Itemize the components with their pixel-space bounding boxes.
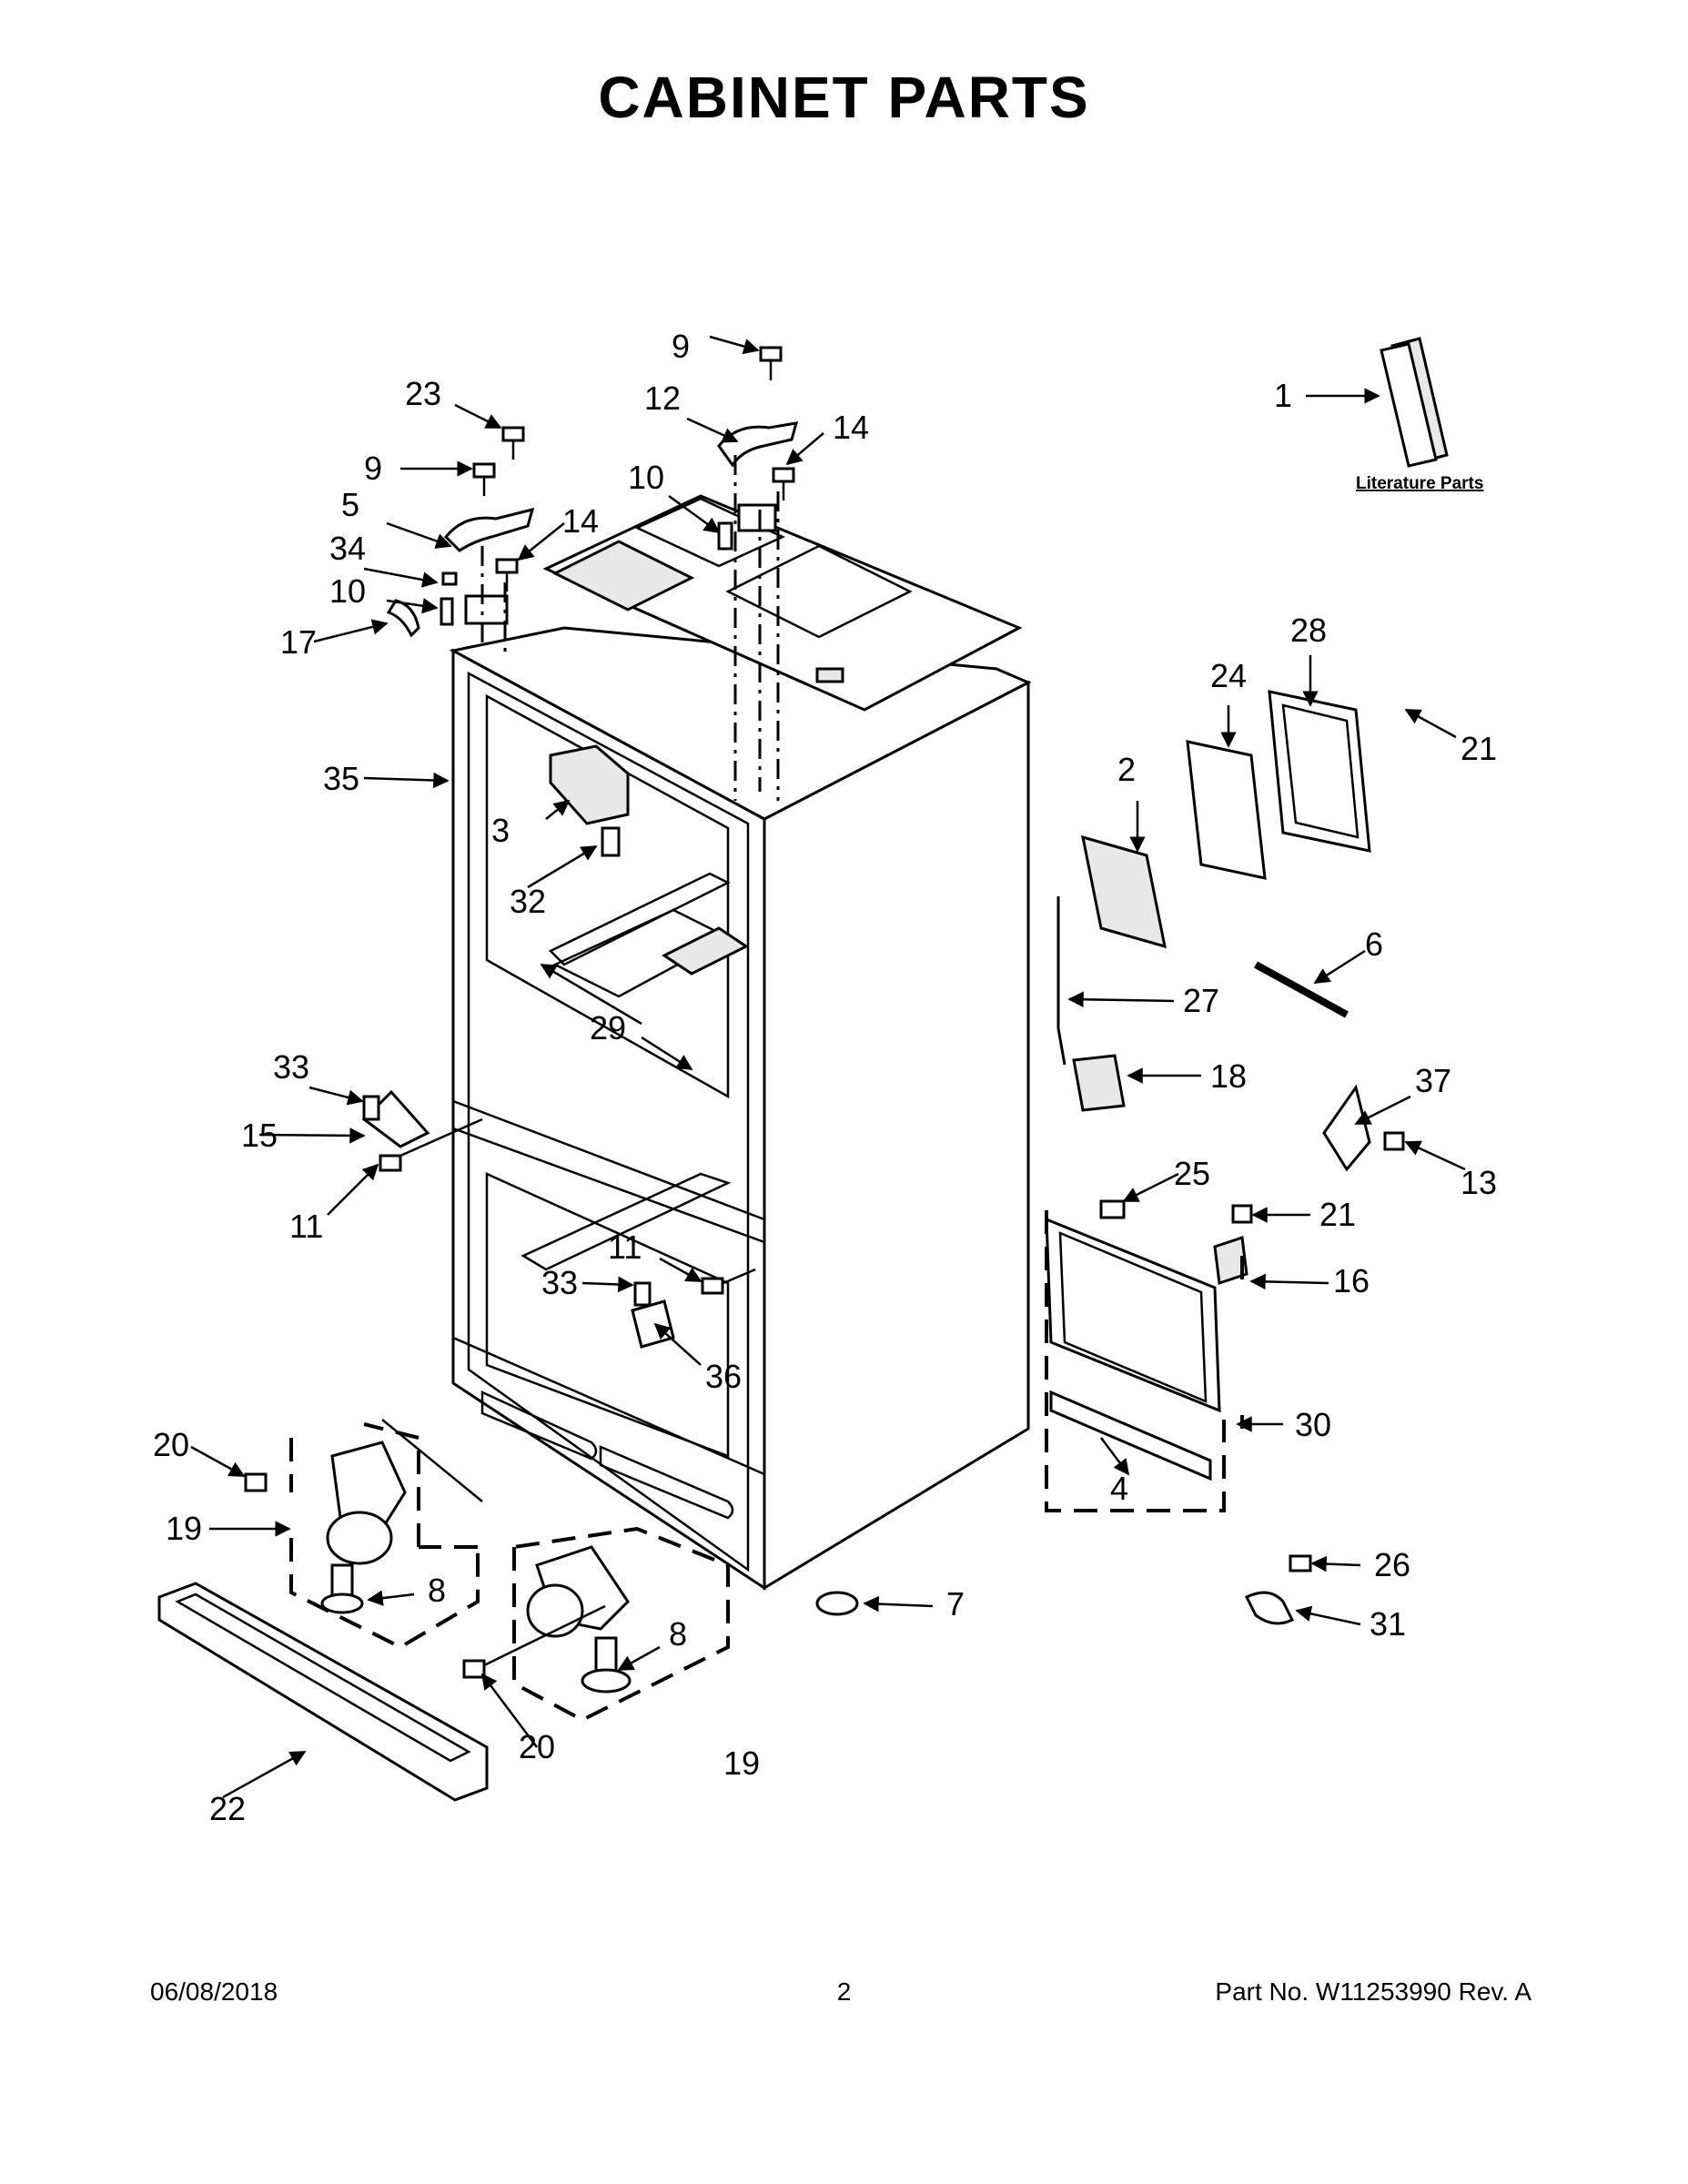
callout-24: 24 xyxy=(1210,657,1247,694)
callout-34: 34 xyxy=(329,530,366,567)
callout-17: 17 xyxy=(280,623,317,661)
callout-37: 37 xyxy=(1415,1062,1451,1099)
access-panel-group xyxy=(1045,1199,1253,1512)
callout-5: 5 xyxy=(341,486,359,523)
callout-16: 16 xyxy=(1333,1262,1370,1299)
callout-35: 35 xyxy=(323,760,359,797)
callout-18: 18 xyxy=(1210,1057,1247,1095)
callout-20a: 20 xyxy=(153,1426,189,1463)
cabinet-top-deck xyxy=(542,494,1023,712)
callout-22: 22 xyxy=(209,1790,246,1827)
wire-and-switch xyxy=(1056,896,1126,1112)
callout-4: 4 xyxy=(1110,1470,1128,1507)
callout-9a: 9 xyxy=(364,450,382,487)
callout-25: 25 xyxy=(1174,1155,1210,1192)
callout-33b: 33 xyxy=(541,1264,578,1301)
callout-20b: 20 xyxy=(519,1728,555,1765)
callout-26: 26 xyxy=(1374,1546,1410,1583)
callout-30: 30 xyxy=(1295,1406,1331,1443)
callout-10b: 10 xyxy=(329,572,366,610)
callout-33a: 33 xyxy=(273,1048,309,1086)
callout-1: 1 xyxy=(1274,377,1292,414)
callout-11b: 11 xyxy=(608,1228,642,1266)
callout-28: 28 xyxy=(1290,612,1327,649)
footer-date: 06/08/2018 xyxy=(150,1977,278,2006)
callout-2: 2 xyxy=(1117,751,1136,788)
callout-36: 36 xyxy=(705,1358,742,1395)
literature-parts-icon xyxy=(1380,337,1449,468)
callout-8b: 8 xyxy=(669,1615,687,1653)
roller-right xyxy=(462,1526,730,1723)
callout-15: 15 xyxy=(241,1117,278,1154)
callout-14b: 14 xyxy=(562,502,599,540)
footer-page-number: 2 xyxy=(836,1977,852,2006)
screw-top-icon xyxy=(472,346,795,592)
callout-labels: 1 2 3 4 5 6 7 8 8 9 9 10 10 11 11 12 13 … xyxy=(153,328,1497,1827)
callout-19b: 19 xyxy=(723,1744,760,1782)
callout-32: 32 xyxy=(510,883,546,920)
gasket-strip xyxy=(1254,961,1349,1018)
callout-6: 6 xyxy=(1365,925,1383,963)
mount-bracket xyxy=(1322,1084,1405,1172)
hinge-left xyxy=(386,507,535,655)
control-board xyxy=(1081,690,1371,949)
clamp-assembly xyxy=(1244,1554,1312,1625)
cabinet-body xyxy=(449,626,1032,1591)
callout-leaders xyxy=(190,335,1466,1799)
callout-11a: 11 xyxy=(289,1208,323,1245)
callout-19a: 19 xyxy=(166,1510,202,1547)
callout-3: 3 xyxy=(491,812,510,849)
callout-23: 23 xyxy=(405,375,441,412)
callout-9b: 9 xyxy=(672,328,690,365)
callout-10a: 10 xyxy=(628,459,664,496)
callout-21a: 21 xyxy=(1461,730,1497,767)
callout-12: 12 xyxy=(644,379,681,417)
callout-14a: 14 xyxy=(833,409,869,446)
callout-29: 29 xyxy=(590,1009,626,1046)
callout-27: 27 xyxy=(1183,982,1219,1019)
callout-31: 31 xyxy=(1370,1605,1406,1643)
callout-8a: 8 xyxy=(428,1572,446,1609)
callout-7: 7 xyxy=(946,1585,965,1623)
roller-left xyxy=(244,1422,480,1650)
callout-13: 13 xyxy=(1461,1164,1497,1201)
page-title: CABINET PARTS xyxy=(598,65,1090,130)
grommet-ring xyxy=(815,1591,859,1616)
footer-part-number: Part No. W11253990 Rev. A xyxy=(1215,1977,1531,2006)
literature-parts-label: Literature Parts xyxy=(1356,474,1483,493)
left-bracket-assembly xyxy=(361,1089,483,1172)
toe-grille xyxy=(157,1582,489,1802)
callout-21b: 21 xyxy=(1319,1196,1356,1233)
